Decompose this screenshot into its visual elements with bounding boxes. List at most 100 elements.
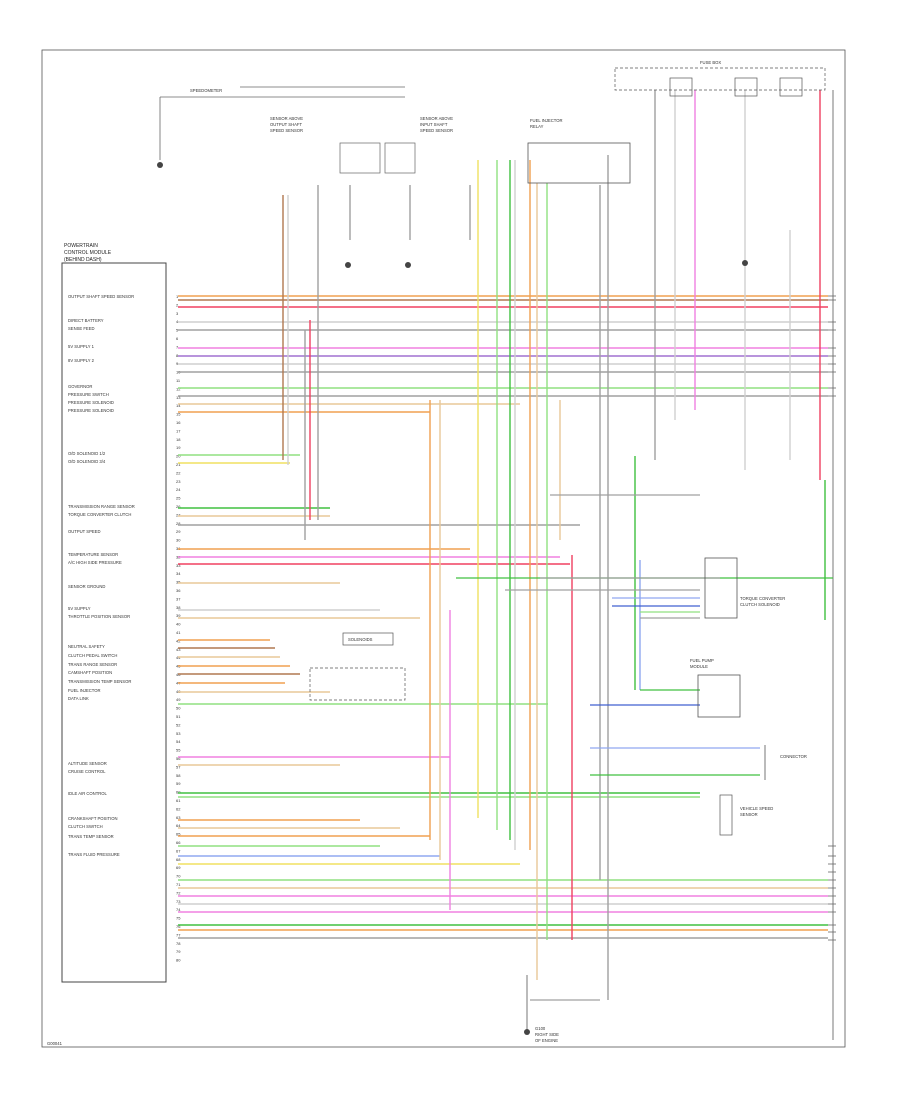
pin-label: ALTITUDE SENSOR: [68, 761, 107, 766]
svg-text:MODULE: MODULE: [690, 664, 708, 669]
pin-label: NEUTRAL SAFETY: [68, 644, 105, 649]
pin-label: CAMSHAFT POSITION: [68, 670, 112, 675]
pin-number: 3: [176, 311, 179, 316]
pin-number: 18: [176, 437, 181, 442]
pin-number: 60: [176, 790, 181, 795]
pin-number: 63: [176, 815, 181, 820]
pin-label: FUEL INJECTOR: [68, 688, 101, 693]
pin-label: A/C HIGH SIDE PRESSURE: [68, 560, 122, 565]
pin-number: 66: [176, 840, 181, 845]
pin-number: 54: [176, 739, 181, 744]
output-shaft-sensor: SENSOR ABOVE OUTPUT SHAFT SPEED SENSOR: [270, 116, 381, 174]
fuel-injector-relay: FUEL INJECTOR RELAY: [527, 118, 631, 184]
pin-number: 22: [176, 470, 181, 475]
pin-number: 74: [176, 907, 181, 912]
fuse-box: FUSE BOX: [614, 60, 826, 97]
svg-text:SOLENOIDS: SOLENOIDS: [348, 637, 373, 642]
pin-number: 12: [176, 386, 181, 391]
pin-number: 75: [176, 916, 181, 921]
pcm-pin-numbers: 1234567891011121314151617181920212223242…: [176, 294, 181, 963]
pcm-title-line-2: CONTROL MODULE: [64, 250, 112, 256]
pin-number: 72: [176, 890, 181, 895]
pin-number: 30: [176, 538, 181, 543]
pin-number: 34: [176, 571, 181, 576]
solenoid-block: SOLENOIDS: [309, 632, 406, 701]
speedometer-label: SPEEDOMETER: [190, 88, 222, 93]
pin-label: TRANS FLUID PRESSURE: [68, 852, 120, 857]
pin-label: SENSOR GROUND: [68, 584, 105, 589]
pin-number: 4: [176, 319, 179, 324]
svg-text:CLUTCH SOLENOID: CLUTCH SOLENOID: [740, 602, 780, 607]
pin-number: 76: [176, 924, 181, 929]
pin-number: 24: [176, 487, 181, 492]
pin-label: CLUTCH SWITCH: [68, 824, 103, 829]
pin-number: 69: [176, 865, 181, 870]
pin-number: 23: [176, 479, 181, 484]
pin-label: TRANS RANGE SENSOR: [68, 662, 117, 667]
pin-number: 7: [176, 344, 179, 349]
bottom-ground: G100 RIGHT SIDE OF ENGINE: [524, 975, 559, 1043]
pin-number: 15: [176, 412, 181, 417]
vss-connector: VEHICLE SPEED SENSOR: [719, 794, 773, 836]
pin-label: DIRECT BATTERY: [68, 318, 104, 323]
pin-number: 62: [176, 806, 181, 811]
pin-number: 55: [176, 748, 181, 753]
svg-text:FUSE BOX: FUSE BOX: [700, 60, 721, 65]
pin-number: 73: [176, 899, 181, 904]
pin-label: 5V SUPPLY: [68, 606, 91, 611]
pin-number: 71: [176, 882, 181, 887]
pcm-title: POWERTRAIN CONTROL MODULE (BEHIND DASH): [64, 243, 112, 263]
right-connector-pins: [828, 295, 836, 941]
pin-number: 21: [176, 462, 181, 467]
pcm-module: [61, 262, 167, 983]
pin-label: PRESSURE SOLENOID: [68, 408, 114, 413]
pin-number: 68: [176, 857, 181, 862]
pin-number: 59: [176, 781, 181, 786]
svg-text:SPEED SENSOR: SPEED SENSOR: [420, 128, 453, 133]
pin-number: 50: [176, 706, 181, 711]
pin-number: 51: [176, 714, 181, 719]
pin-number: 1: [176, 294, 179, 299]
pin-label: CRUISE CONTROL: [68, 769, 106, 774]
pin-number: 77: [176, 932, 181, 937]
pin-label: SENSE FEED: [68, 326, 95, 331]
pin-label: O/D SOLENOID 3/4: [68, 459, 106, 464]
pin-label: OUTPUT SHAFT SPEED SENSOR: [68, 294, 134, 299]
pin-label: TRANSMISSION TEMP SENSOR: [68, 679, 131, 684]
pin-number: 19: [176, 445, 181, 450]
svg-text:SPEED SENSOR: SPEED SENSOR: [270, 128, 303, 133]
input-shaft-sensor: SENSOR ABOVE INPUT SHAFT SPEED SENSOR: [384, 116, 453, 174]
pin-number: 8: [176, 353, 179, 358]
pin-number: 61: [176, 798, 181, 803]
pin-label: PRESSURE SWITCH: [68, 392, 109, 397]
pin-label: CLUTCH PEDAL SWITCH: [68, 653, 117, 658]
pin-label: DATA LINK: [68, 696, 89, 701]
svg-text:G100: G100: [535, 1026, 546, 1031]
pin-number: 13: [176, 395, 181, 400]
pin-number: 33: [176, 563, 181, 568]
pin-number: 29: [176, 529, 181, 534]
pin-number: 65: [176, 832, 181, 837]
pin-number: 52: [176, 722, 181, 727]
pin-number: 57: [176, 764, 181, 769]
pin-label: TRANSMISSION RANGE SENSOR: [68, 504, 135, 509]
pin-number: 41: [176, 630, 181, 635]
pin-label: IDLE AIR CONTROL: [68, 791, 108, 796]
pin-label: TRANS TEMP SENSOR: [68, 834, 114, 839]
pin-number: 53: [176, 731, 181, 736]
pin-number: 80: [176, 958, 181, 963]
pcm-title-line-1: POWERTRAIN: [64, 243, 98, 249]
pin-label: O/D SOLENOID 1/2: [68, 451, 106, 456]
svg-text:SENSOR ABOVE: SENSOR ABOVE: [270, 116, 303, 121]
fuel-pump-module: FUEL PUMP MODULE: [690, 658, 741, 718]
pin-number: 36: [176, 588, 181, 593]
pin-label: 8V SUPPLY 2: [68, 358, 95, 363]
svg-text:SENSOR ABOVE: SENSOR ABOVE: [420, 116, 453, 121]
pin-number: 26: [176, 504, 181, 509]
diagram-frame: [41, 49, 846, 1048]
pin-number: 64: [176, 823, 181, 828]
pin-number: 6: [176, 336, 179, 341]
pcm-title-line-3: (BEHIND DASH): [64, 257, 102, 263]
svg-text:VEHICLE SPEED: VEHICLE SPEED: [740, 806, 773, 811]
pin-number: 67: [176, 848, 181, 853]
